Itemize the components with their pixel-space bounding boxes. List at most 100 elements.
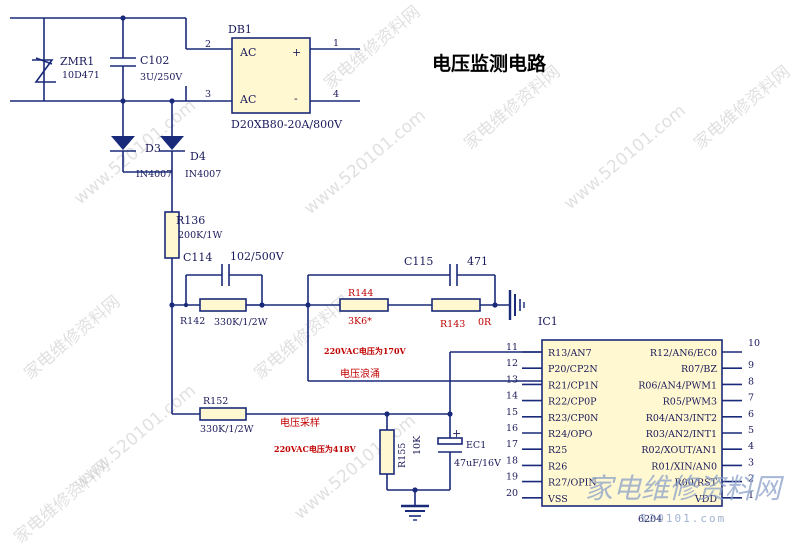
- r142-ref: R142: [180, 316, 205, 327]
- page-title: 电压监测电路: [432, 52, 547, 75]
- ic1-right-pins: 10R12/AN6/EC09R07/BZ8R06/AN4/PWM17R05/PW…: [638, 338, 760, 505]
- ic1-pin-number: 14: [506, 391, 518, 402]
- ic1-pin-number: 1: [748, 490, 754, 501]
- watermark-cn: 家电维修资料网: [10, 456, 114, 544]
- junction: [183, 302, 189, 308]
- ic1-pin-number: 13: [506, 374, 518, 385]
- db1-pin: 4: [333, 89, 339, 100]
- ic1-pin-name: VSS: [547, 494, 568, 505]
- watermark-url: www.520101.com: [70, 96, 199, 209]
- corner-watermark-cn: 家电维修资料网: [585, 472, 785, 505]
- varistor-zmr1: ZMR1 10D471: [32, 18, 100, 101]
- d3-ref: D3: [145, 142, 161, 155]
- ic1-pin-name: R12/AN6/EC0: [650, 348, 717, 359]
- r143-ref: R143: [440, 319, 465, 330]
- ic1-pin-name: R04/AN3/INT2: [646, 413, 717, 424]
- ic1-pin-name: R24/OPO: [548, 429, 593, 440]
- ic1-left-pins: 11R13/AN712P20/CP2N13R21/CP1N14R22/CP0P1…: [506, 342, 598, 505]
- r144-ref: R144: [348, 288, 373, 299]
- db1-part: D20XB80-20A/800V: [231, 118, 343, 131]
- corner-watermark-url: 520101.com: [640, 512, 726, 525]
- ic1-pin-name: P20/CP2N: [548, 364, 598, 375]
- ground-symbol: [401, 504, 429, 521]
- ic1-pin-name: R00/RST: [675, 478, 718, 489]
- c114-ref: C114: [183, 251, 212, 264]
- ic1-pin-name: R22/CP0P: [548, 397, 597, 408]
- resistor-r144: R144 3K6*: [339, 288, 389, 327]
- db1-pin: 2: [205, 39, 211, 50]
- ic1-pin-name: R26: [548, 461, 567, 472]
- r143-value: 0R: [478, 317, 492, 328]
- watermark-cn: 家电维修资料网: [20, 292, 124, 384]
- resistor-r155: R155 10K: [379, 429, 423, 475]
- resistor-r136: R136 200K/1W: [164, 211, 222, 259]
- surge-voltage-note: 220VAC电压为170V: [324, 346, 407, 356]
- ic1-pin-number: 10: [748, 338, 760, 349]
- ground-symbol: [508, 290, 525, 320]
- r136-value: 200K/1W: [178, 230, 222, 241]
- db1-pin: 1: [333, 38, 339, 49]
- db1-ref: DB1: [228, 23, 252, 36]
- ic1-pin-name: R25: [548, 445, 567, 456]
- ec1-ref: EC1: [466, 440, 486, 451]
- ic1-pin-number: 7: [748, 393, 754, 404]
- ic1-mcu: IC1 6204 11R13/AN712P20/CP2N13R21/CP1N14…: [506, 315, 760, 525]
- ic1-pin-number: 17: [506, 439, 518, 450]
- ic1-pin-number: 11: [506, 342, 518, 353]
- ic1-pin-number: 12: [506, 358, 518, 369]
- ic1-pin-name: VDD: [694, 494, 717, 505]
- corner-watermark: 家电维修资料网 520101.com: [585, 472, 785, 525]
- junction: [412, 487, 418, 493]
- c114-value: 102/500V: [230, 250, 285, 263]
- ic1-pin-number: 20: [506, 488, 518, 499]
- d4-part: IN4007: [185, 169, 221, 180]
- diode-d3: D3 IN4007: [110, 101, 172, 180]
- r152-value: 330K/1/2W: [200, 424, 254, 435]
- ic1-pin-name: R03/AN2/INT1: [646, 429, 717, 440]
- ic1-pin-name: R23/CP0N: [548, 413, 598, 424]
- ic1-pin-number: 8: [748, 376, 754, 387]
- surge-label: 电压浪涌: [340, 367, 380, 380]
- zmr1-ref: ZMR1: [60, 55, 94, 68]
- ic1-pin-number: 3: [748, 457, 754, 468]
- r152-ref: R152: [203, 396, 228, 407]
- db1-pin: 3: [205, 89, 211, 100]
- watermark-cn: 家电维修资料网: [460, 62, 564, 154]
- r155-ref: R155: [397, 443, 408, 468]
- d4-ref: D4: [190, 150, 206, 163]
- capacitor-ec1: + EC1 47uF/16V: [437, 427, 501, 469]
- ec1-plus: +: [452, 427, 461, 440]
- ic1-pin-name: R05/PWM3: [663, 397, 717, 408]
- ic1-ref: IC1: [538, 315, 558, 328]
- db1-ac2: AC: [239, 93, 256, 106]
- ic1-pin-number: 19: [506, 472, 518, 483]
- bridge-rectifier-db1: DB1 AC AC + - 2 3 1 4 D20XB80-20A/800V: [205, 23, 360, 131]
- diode-d4: D4 IN4007: [159, 101, 221, 180]
- capacitor-c102: C102 3U/250V: [110, 18, 182, 101]
- junction: [492, 302, 498, 308]
- ic1-pin-name: R02/XOUT/AN1: [641, 445, 717, 456]
- resistor-r142: R142 330K/1/2W: [180, 298, 268, 328]
- ic1-pin-number: 16: [506, 423, 518, 434]
- c102-value: 3U/250V: [140, 72, 182, 83]
- ic1-pin-number: 9: [748, 360, 754, 371]
- ic1-pin-name: R07/BZ: [681, 364, 717, 375]
- ic1-pin-number: 2: [748, 474, 754, 485]
- resistor-r152: R152 330K/1/2W: [199, 396, 254, 435]
- resistor-r143: R143 0R: [431, 298, 492, 330]
- sample-voltage-note: 220VAC电压为418V: [274, 444, 357, 454]
- watermark-cn: 家电维修资料网: [690, 62, 794, 154]
- ic1-pin-name: R21/CP1N: [548, 380, 598, 391]
- ic1-pin-name: R27/OPIN: [548, 478, 597, 489]
- c102-ref: C102: [140, 54, 169, 67]
- d3-part: IN4007: [136, 169, 172, 180]
- db1-ac1: AC: [239, 46, 256, 59]
- ic1-pin-number: 6: [748, 409, 754, 420]
- ic1-pin-number: 5: [748, 425, 754, 436]
- db1-plus: +: [292, 46, 301, 59]
- c115-ref: C115: [404, 255, 433, 268]
- zmr1-value: 10D471: [62, 70, 100, 81]
- ic1-pin-number: 18: [506, 455, 518, 466]
